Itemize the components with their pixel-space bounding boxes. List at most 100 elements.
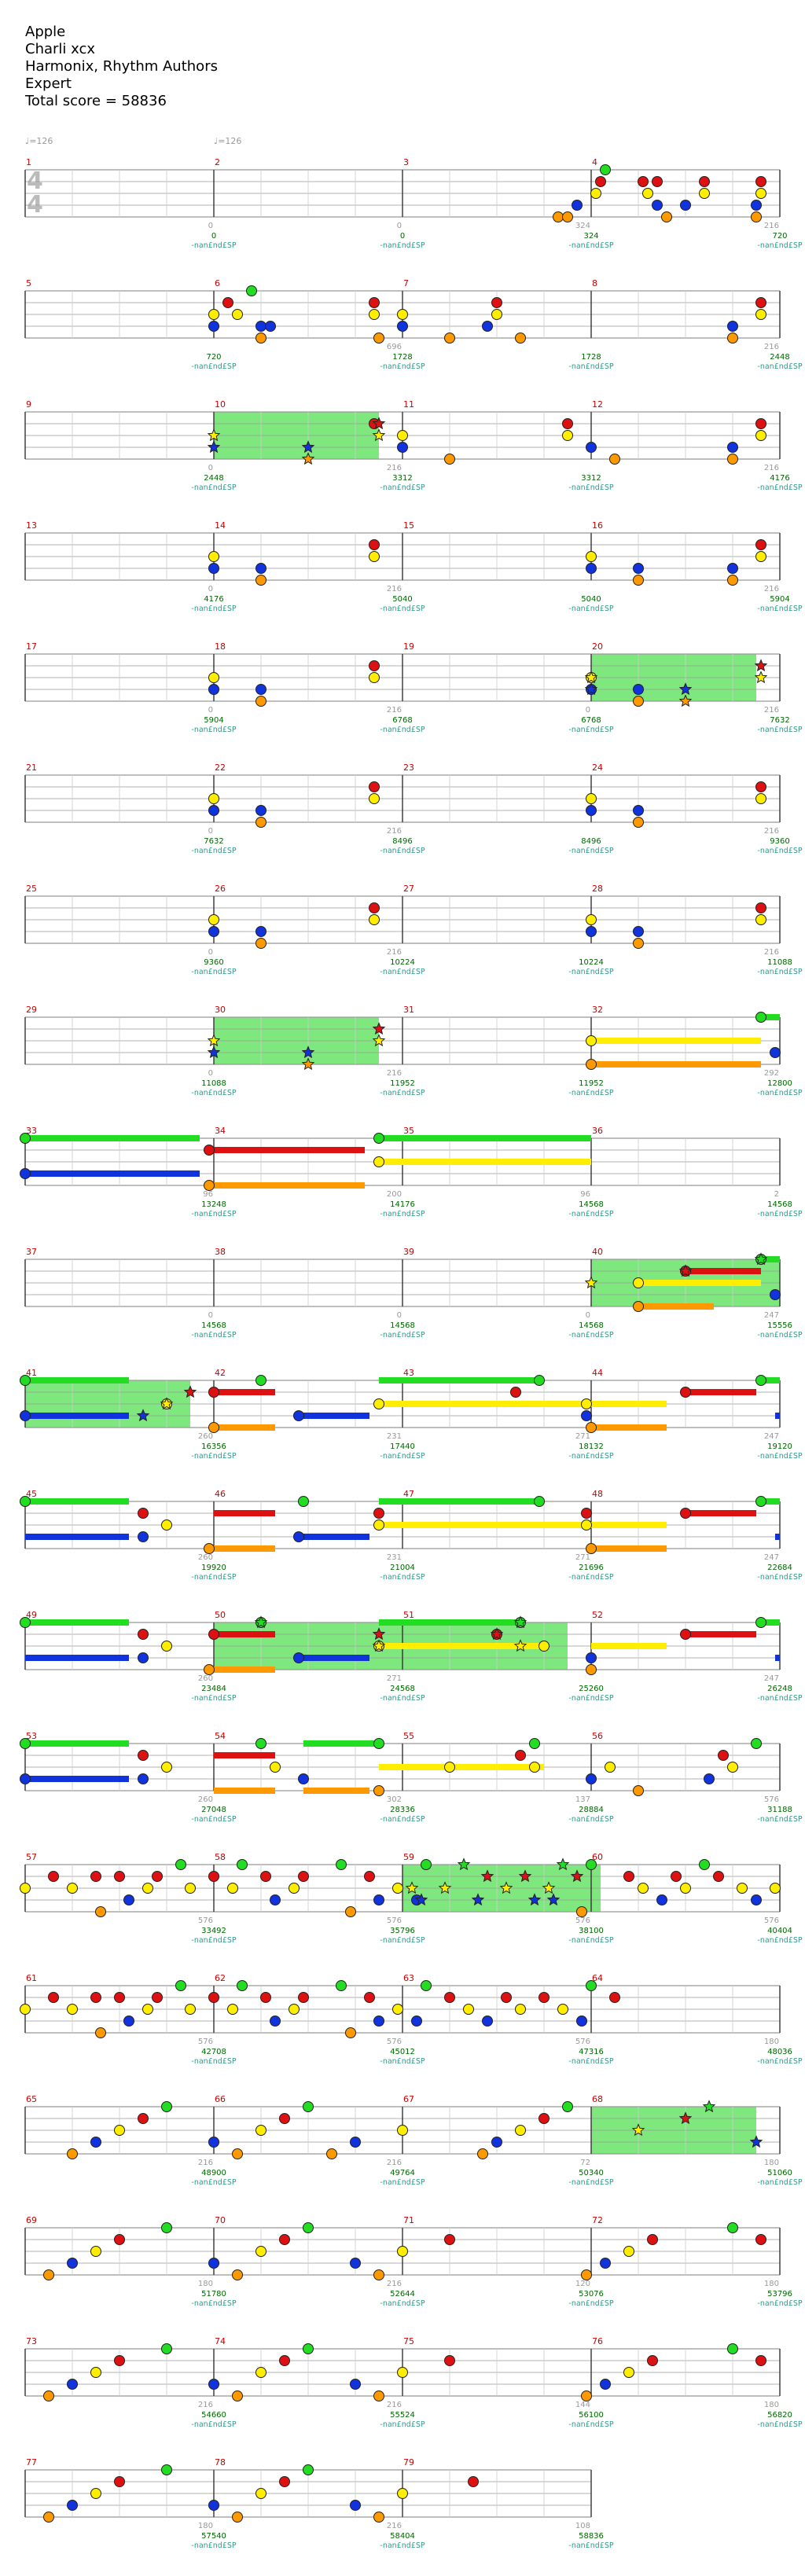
sustain-g: [379, 1135, 591, 1141]
nan-label: -nan£nd£SP: [191, 2178, 236, 2187]
note-y: [539, 1641, 550, 1652]
note-r: [755, 2234, 766, 2245]
note-b: [751, 1894, 762, 1905]
note-b: [586, 926, 597, 937]
measure-number: 56: [592, 1731, 603, 1741]
measure-score: 11952: [579, 1079, 604, 1088]
measure-score: 55524: [390, 2411, 415, 2420]
note-r: [468, 2476, 479, 2487]
note-r: [623, 1871, 634, 1882]
note-y: [373, 1156, 384, 1167]
nan-label: -nan£nd£SP: [568, 1331, 613, 1339]
measure-number: 58: [215, 1852, 226, 1862]
nan-label: -nan£nd£SP: [380, 968, 425, 976]
nan-label: -nan£nd£SP: [380, 2420, 425, 2429]
tick-count: 231: [387, 1553, 402, 1562]
nan-label: -nan£nd£SP: [191, 241, 236, 250]
nan-label: -nan£nd£SP: [191, 483, 236, 492]
note-g: [255, 1738, 266, 1749]
note-y: [515, 2125, 526, 2136]
measure-score: 3312: [392, 474, 412, 483]
tick-count: 0: [586, 706, 590, 715]
note-b: [680, 200, 691, 211]
note-g: [161, 2464, 172, 2475]
note-o: [326, 2148, 337, 2159]
sustain-o: [214, 1666, 275, 1673]
star-note-y: [160, 1397, 174, 1410]
measure-score: 19920: [201, 1564, 226, 1572]
note-r: [444, 1992, 455, 2003]
star-note-y: [584, 671, 598, 684]
measure-score: 27048: [201, 1806, 226, 1814]
note-y: [289, 1883, 300, 1894]
measure-score: 2448: [204, 474, 223, 483]
note-y: [397, 2488, 408, 2499]
note-r: [204, 1145, 215, 1156]
note-y: [755, 914, 766, 925]
note-g: [600, 164, 611, 175]
sustain-b: [299, 1534, 369, 1540]
note-r: [138, 1508, 149, 1519]
star-note-b: [414, 1893, 428, 1906]
measure-score: 18132: [579, 1442, 604, 1451]
star-note-y: [499, 1881, 513, 1894]
measure-number: 71: [403, 2215, 414, 2225]
star-note-g: [754, 1252, 768, 1266]
star-note-b: [301, 440, 315, 454]
measure-number: 77: [26, 2457, 37, 2468]
note-y: [581, 1398, 592, 1409]
measure-number: 49: [26, 1610, 37, 1620]
note-o: [444, 454, 455, 465]
note-b: [255, 684, 266, 695]
note-r: [501, 1992, 512, 2003]
measure-score: 58404: [390, 2532, 415, 2541]
note-r: [609, 1992, 620, 2003]
note-b: [255, 805, 266, 816]
sustain-o: [303, 1788, 369, 1794]
note-g: [727, 2222, 738, 2233]
note-o: [633, 1301, 644, 1312]
star-note-r: [754, 659, 768, 672]
note-g: [303, 2464, 314, 2475]
measure-number: 23: [403, 763, 414, 773]
tick-count: 180: [764, 2159, 779, 2167]
note-g: [246, 285, 257, 296]
difficulty-label: Expert: [25, 75, 72, 92]
note-y: [255, 2488, 266, 2499]
note-b: [138, 1652, 149, 1663]
measure-number: 68: [592, 2094, 603, 2104]
note-b: [20, 1773, 31, 1784]
note-g: [20, 1496, 31, 1507]
measure-number: 70: [215, 2215, 226, 2225]
measure-score: 6768: [581, 716, 601, 725]
tick-count: 271: [387, 1674, 402, 1683]
measure-score: 53796: [767, 2290, 792, 2299]
sustain-o: [591, 1061, 761, 1068]
note-b: [270, 1894, 281, 1905]
nan-label: -nan£nd£SP: [191, 1210, 236, 1218]
tick-count: 576: [764, 1795, 779, 1804]
measure-number: 20: [592, 641, 603, 652]
note-r: [298, 1992, 309, 2003]
note-y: [755, 551, 766, 562]
note-r: [755, 781, 766, 792]
note-b: [656, 1894, 667, 1905]
nan-label: -nan£nd£SP: [191, 1573, 236, 1582]
star-note-y: [513, 1639, 527, 1652]
nan-label: -nan£nd£SP: [757, 847, 802, 855]
measure-score: 19120: [767, 1442, 792, 1451]
note-y: [232, 309, 243, 320]
sustain-b: [25, 1170, 200, 1177]
tick-count: 180: [764, 2401, 779, 2409]
star-note-b: [546, 1893, 561, 1906]
measure-score: 9360: [770, 837, 789, 846]
note-b: [633, 684, 644, 695]
note-y: [392, 1883, 403, 1894]
note-g: [373, 1738, 384, 1749]
measure-number: 36: [592, 1126, 603, 1136]
artist-name: Charli xcx: [25, 41, 96, 57]
star-note-y: [405, 1881, 419, 1894]
note-b: [67, 2258, 78, 2269]
note-b: [138, 1531, 149, 1542]
note-g: [298, 1496, 309, 1507]
